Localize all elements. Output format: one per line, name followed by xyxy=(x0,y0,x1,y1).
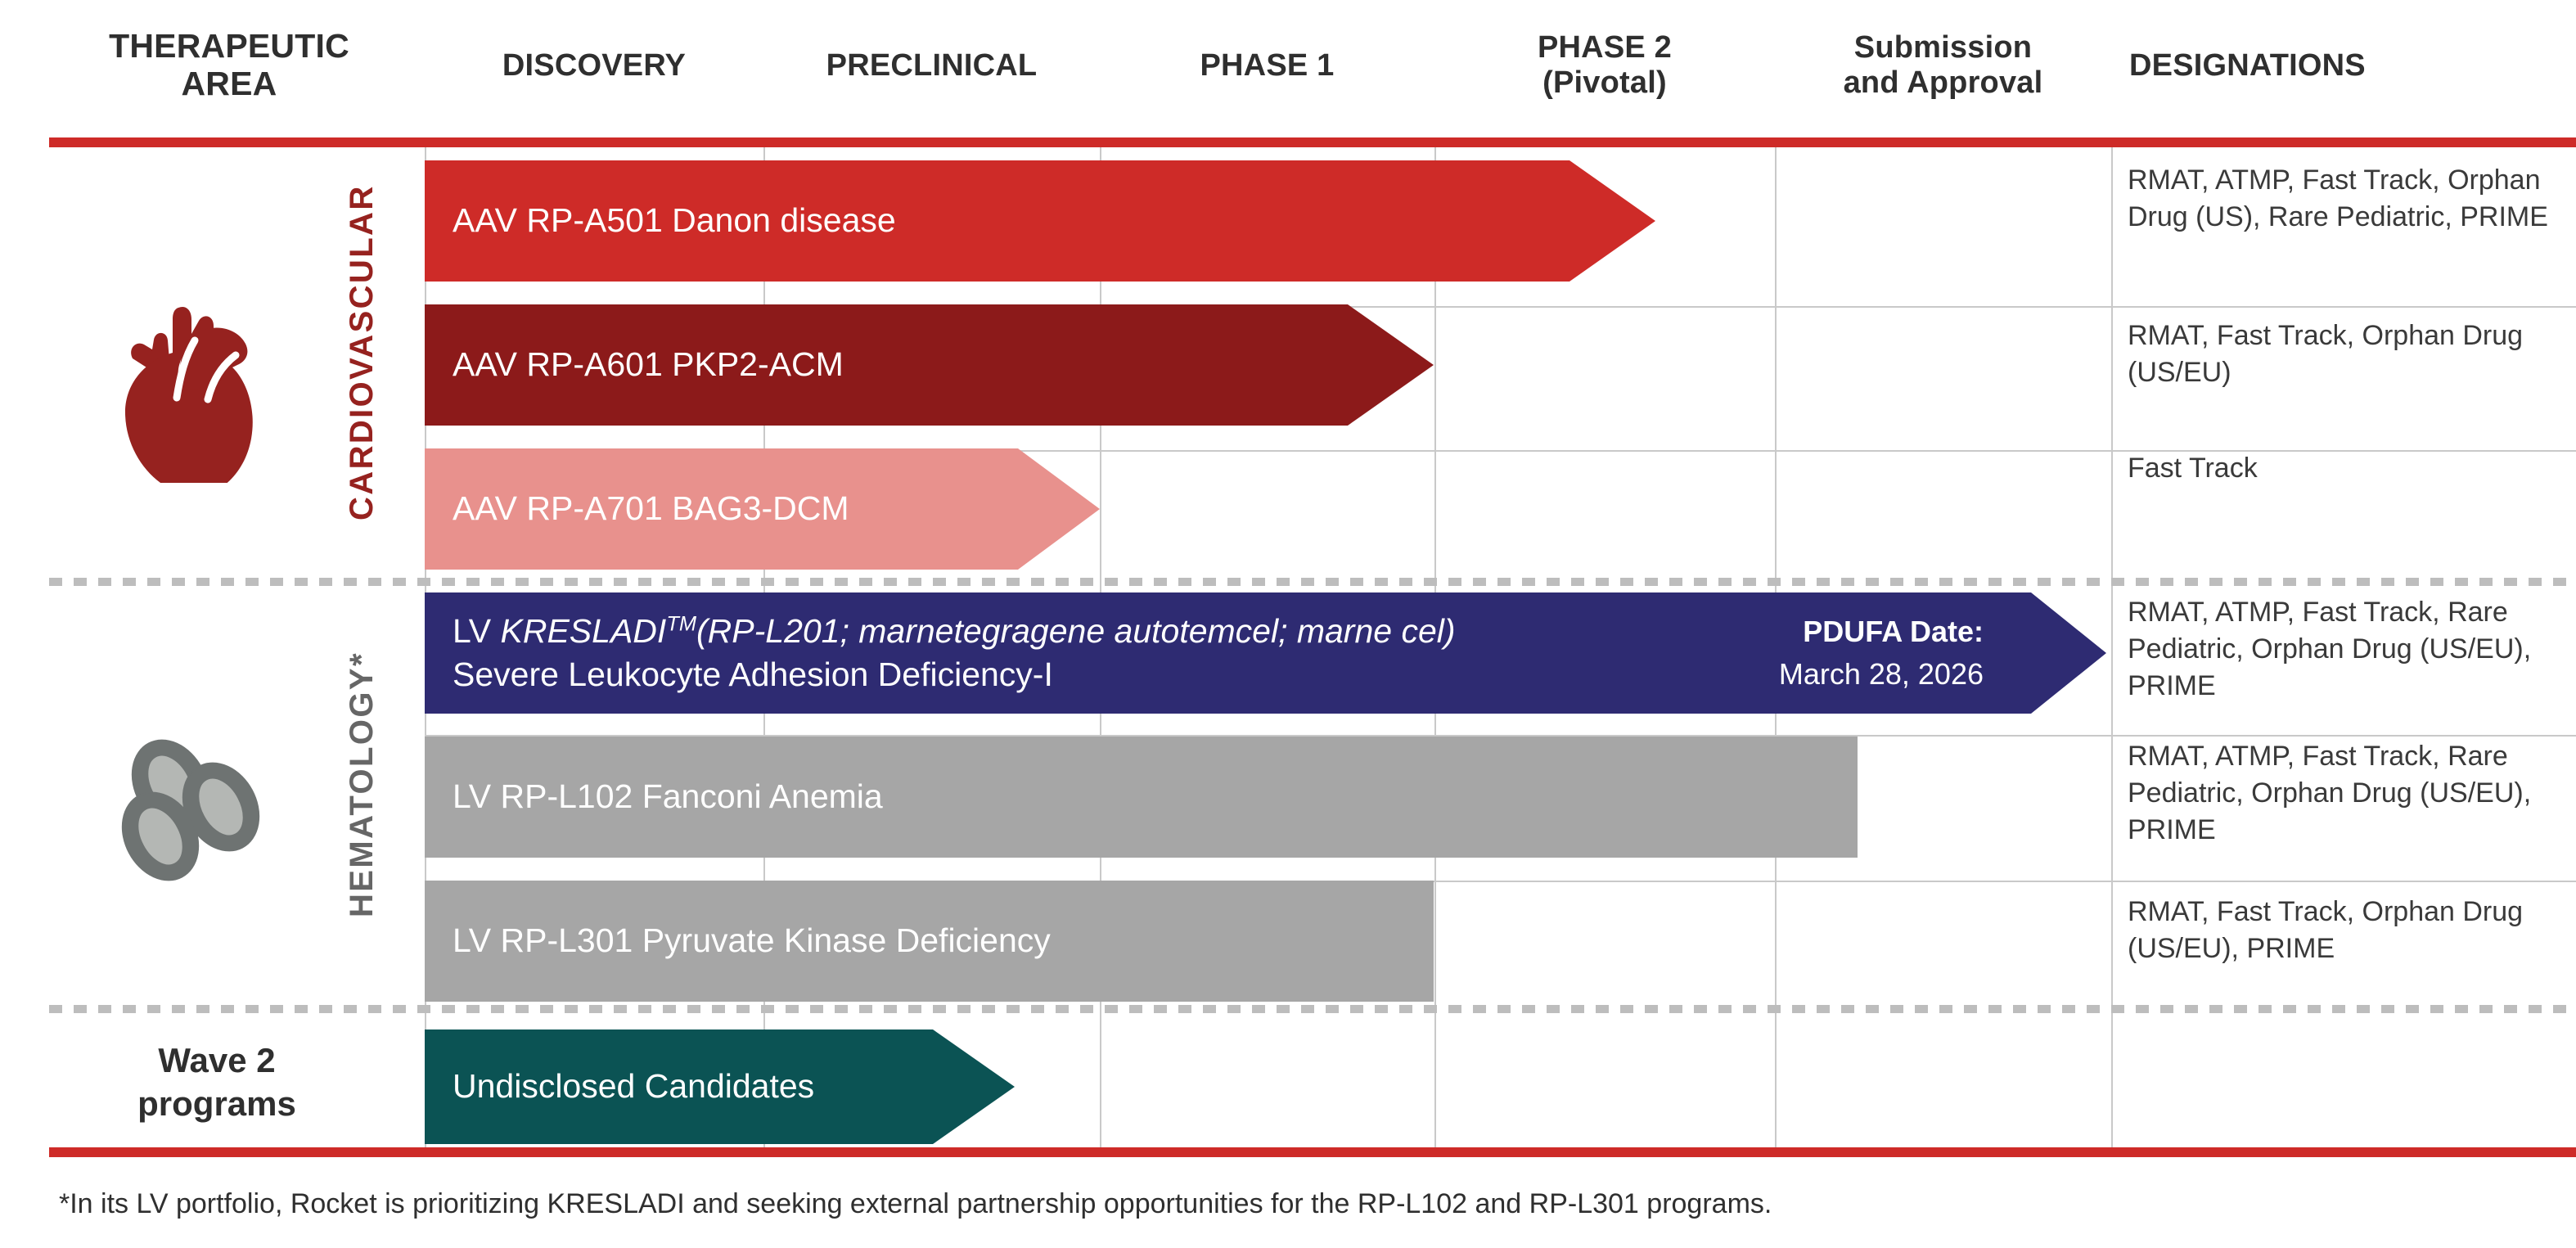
gridline-row-5-6 xyxy=(425,881,2576,882)
program-label-rp-a501: AAV RP-A501 Danon disease xyxy=(453,201,896,240)
column-header-preclinical: PRECLINICAL xyxy=(826,47,1038,83)
footnote: *In its LV portfolio, Rocket is prioriti… xyxy=(59,1188,1772,1219)
top-red-rule xyxy=(49,137,2576,147)
program-bar-undisclosed-candidates[interactable]: Undisclosed Candidates xyxy=(425,1029,1015,1144)
column-header-designations: DESIGNATIONS xyxy=(2129,47,2366,83)
wave-2-programs-label: Wave 2 programs xyxy=(49,1039,385,1125)
therapeutic-area-label-hematology: HEMATOLOGY* xyxy=(344,651,380,918)
designations-rp-l201: RMAT, ATMP, Fast Track, Rare Pediatric, … xyxy=(2128,597,2532,702)
wave-2-label-line1: Wave 2 xyxy=(158,1041,276,1079)
column-header-phase-2: PHASE 2 (Pivotal) xyxy=(1434,0,1775,131)
program-label-undisclosed-candidates: Undisclosed Candidates xyxy=(453,1067,815,1106)
column-header-therapeutic-area: THERAPEUTIC AREA xyxy=(49,0,409,131)
gridline-designations-start xyxy=(2111,147,2113,1147)
wave-2-label-line2: programs xyxy=(137,1084,296,1123)
program-label-rp-a601: AAV RP-A601 PKP2-ACM xyxy=(453,345,844,384)
gridline-row-1-2 xyxy=(425,306,2576,308)
designations-rp-a601: RMAT, Fast Track, Orphan Drug (US/EU) xyxy=(2128,320,2524,389)
kresladi-brand: KRESLADI xyxy=(500,611,667,650)
column-header-therapeutic-area-line1: THERAPEUTIC xyxy=(109,27,349,65)
program-label-rp-l201: LV KRESLADITM(RP-L201; marnetegragene au… xyxy=(425,610,1456,697)
program-bar-rp-a601[interactable]: AAV RP-A601 PKP2-ACM xyxy=(425,304,1434,426)
column-header-submission-line1: Submission xyxy=(1853,30,2033,65)
program-bar-rp-a501[interactable]: AAV RP-A501 Danon disease xyxy=(425,160,1655,282)
pdufa-date: March 28, 2026 xyxy=(1778,657,1984,691)
column-header-phase-1: PHASE 1 xyxy=(1200,47,1335,83)
section-divider-hema-wave2 xyxy=(49,1005,2576,1013)
program-bar-rp-l301[interactable]: LV RP-L301 Pyruvate Kinase Deficiency xyxy=(425,881,1434,1002)
designations-rp-l301: RMAT, Fast Track, Orphan Drug (US/EU), P… xyxy=(2128,896,2524,965)
pipeline-header: THERAPEUTIC AREA DISCOVERY PRECLINICAL P… xyxy=(0,0,2576,141)
bottom-red-rule xyxy=(49,1147,2576,1157)
column-header-submission-approval: Submission and Approval xyxy=(1775,0,2111,131)
program-label-rp-l102: LV RP-L102 Fanconi Anemia xyxy=(453,777,883,816)
pdufa-callout: PDUFA Date: March 28, 2026 xyxy=(1779,610,1984,696)
program-label-rp-l201-line2: Severe Leukocyte Adhesion Deficiency-I xyxy=(453,656,1053,693)
column-header-phase-2-line2: (Pivotal) xyxy=(1542,65,1667,100)
blood-cells-icon xyxy=(106,737,282,900)
gridline-row-2-3 xyxy=(425,450,2576,452)
program-bar-rp-l201[interactable]: LV KRESLADITM(RP-L201; marnetegragene au… xyxy=(425,592,2106,714)
column-header-therapeutic-area-line2: AREA xyxy=(181,65,277,102)
program-label-rp-l301: LV RP-L301 Pyruvate Kinase Deficiency xyxy=(453,921,1051,960)
pdufa-title: PDUFA Date: xyxy=(1803,614,1984,648)
column-header-submission-line2: and Approval xyxy=(1843,65,2043,100)
trademark-mark: TM xyxy=(666,612,696,636)
program-bar-rp-l102[interactable]: LV RP-L102 Fanconi Anemia xyxy=(425,737,1858,858)
designations-rp-a501: RMAT, ATMP, Fast Track, Orphan Drug (US)… xyxy=(2128,164,2548,233)
program-bar-rp-a701[interactable]: AAV RP-A701 BAG3-DCM xyxy=(425,448,1100,570)
program-label-rp-a701: AAV RP-A701 BAG3-DCM xyxy=(453,489,849,528)
designations-rp-l102: RMAT, ATMP, Fast Track, Rare Pediatric, … xyxy=(2128,741,2532,846)
heart-icon xyxy=(98,295,286,496)
therapeutic-area-label-cardiovascular: CARDIOVASCULAR xyxy=(344,184,380,521)
gridline-row-4-5 xyxy=(425,735,2576,737)
program-label-rp-l201-line1: LV KRESLADITM(RP-L201; marnetegragene au… xyxy=(453,611,1456,650)
column-header-discovery: DISCOVERY xyxy=(502,47,687,83)
program-label-rp-l201-subtitle: (RP-L201; marnetegragene autotemcel; mar… xyxy=(696,611,1456,650)
column-header-phase-2-line1: PHASE 2 xyxy=(1537,30,1672,65)
section-divider-cardio-hema xyxy=(49,578,2576,586)
designations-rp-a701: Fast Track xyxy=(2128,453,2258,484)
